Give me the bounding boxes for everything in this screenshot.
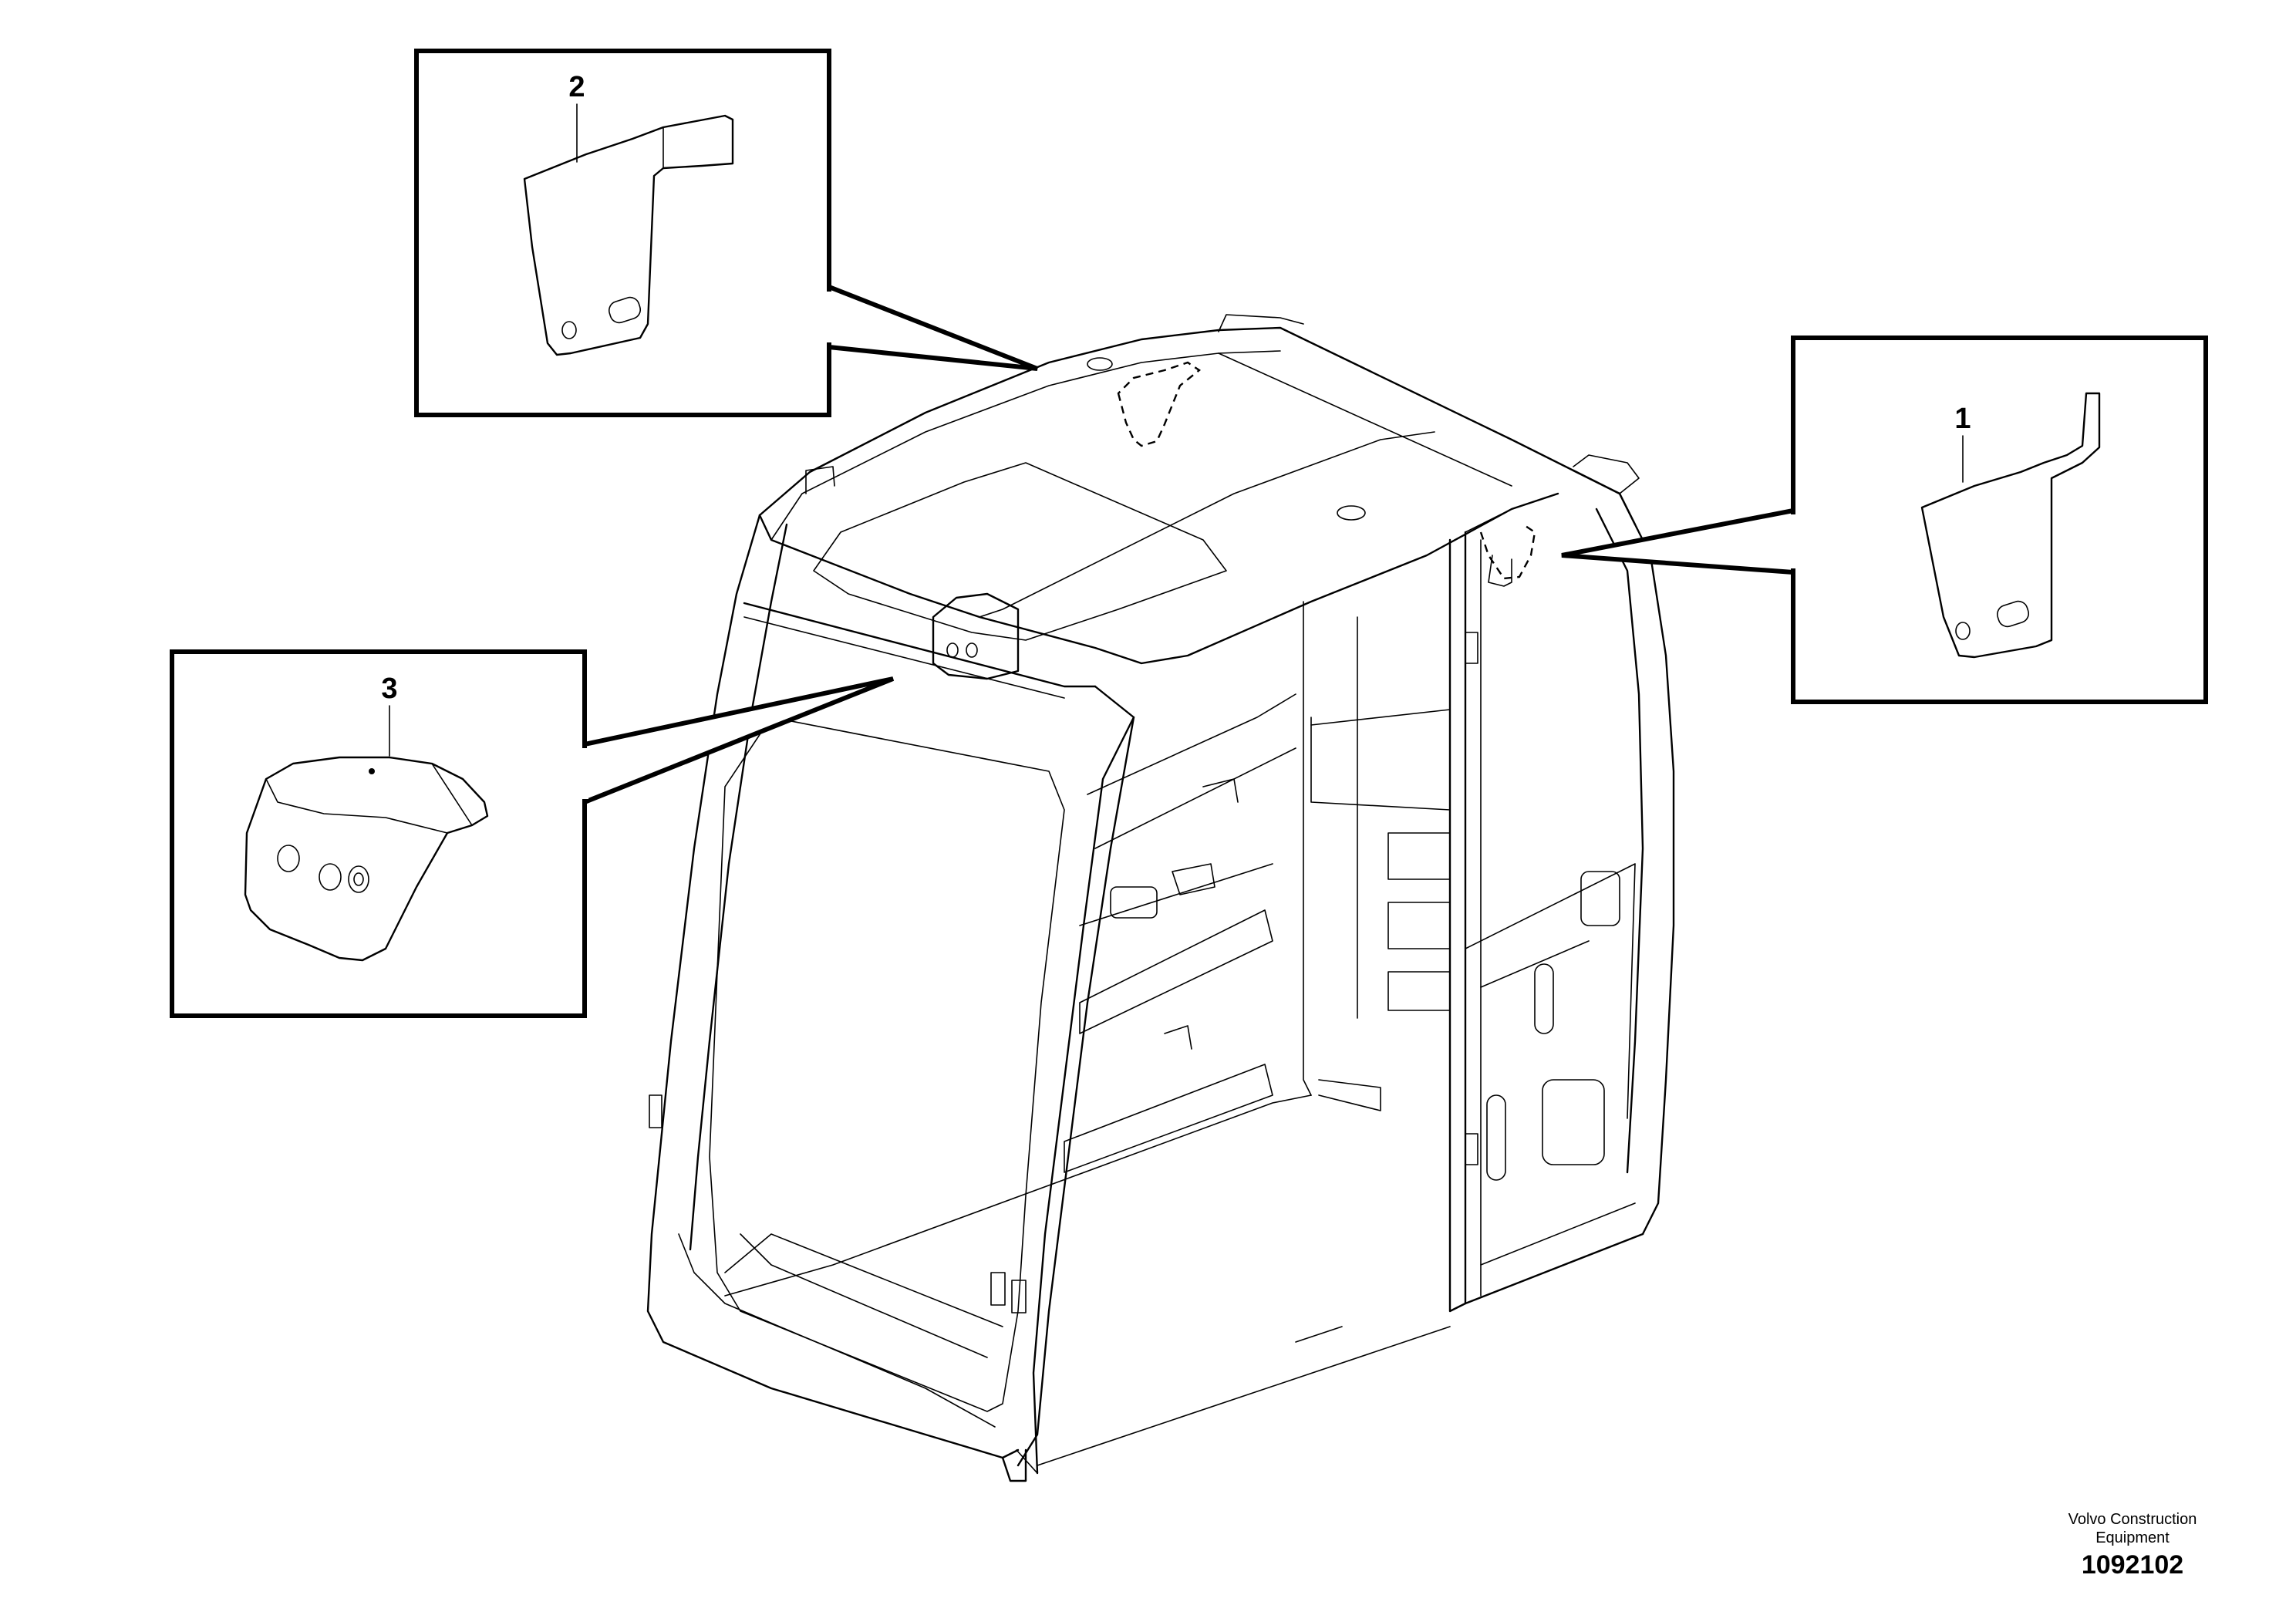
bracket-right-part xyxy=(1920,392,2101,659)
callout-1-box: 1 xyxy=(1561,336,2208,704)
callout-2-number: 2 xyxy=(568,71,585,103)
cover-front-part xyxy=(244,756,489,962)
callout-2-box: 2 xyxy=(414,49,1039,417)
callout-3-box: 3 xyxy=(170,649,895,1018)
cab-frame-illustration xyxy=(646,314,1675,1482)
callout-3-number: 3 xyxy=(381,673,397,705)
brand-credit: Volvo Construction Equipment xyxy=(2032,1510,2233,1547)
document-number: 1092102 xyxy=(2081,1550,2184,1580)
callout-1-number: 1 xyxy=(1954,403,1971,435)
brand-line-2: Equipment xyxy=(2095,1529,2170,1546)
brand-line-1: Volvo Construction xyxy=(2068,1511,2197,1528)
